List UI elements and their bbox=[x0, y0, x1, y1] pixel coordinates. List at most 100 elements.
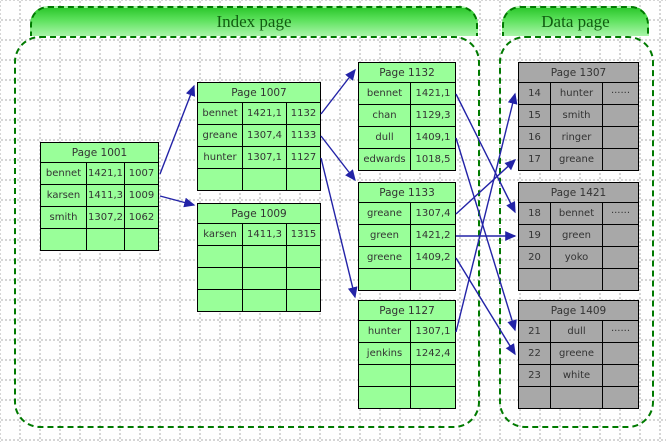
table-cell: 1307,2 bbox=[86, 206, 125, 229]
table-row bbox=[358, 268, 457, 291]
table-cell: 1421,1 bbox=[409, 82, 457, 105]
table-cell: 1421,1 bbox=[86, 162, 125, 185]
table-cell bbox=[602, 148, 639, 171]
table-cell: 1009 bbox=[124, 184, 159, 207]
table-cell: smith bbox=[40, 206, 87, 229]
data-page-title: Data page bbox=[541, 12, 610, 31]
table-cell: 1307,1 bbox=[242, 146, 287, 169]
table-title: Page 1127 bbox=[357, 300, 457, 321]
table-cell: 1409,1 bbox=[409, 126, 457, 149]
table-cell: ······ bbox=[602, 202, 639, 225]
table-cell bbox=[602, 364, 639, 387]
index-page-header: Index page bbox=[30, 6, 478, 36]
table-cell: green bbox=[550, 224, 603, 247]
table-cell bbox=[286, 267, 321, 290]
table-cell: ringer bbox=[550, 126, 603, 149]
table-cell: green bbox=[358, 224, 411, 247]
table-cell: 1307,1 bbox=[409, 320, 457, 343]
table-title: Page 1421 bbox=[518, 182, 639, 203]
table-cell bbox=[602, 104, 639, 127]
table-cell bbox=[358, 268, 411, 291]
table-cell: bennet bbox=[550, 202, 603, 225]
table-row bbox=[197, 245, 321, 268]
table-cell: yoko bbox=[550, 246, 603, 269]
table-cell bbox=[409, 268, 457, 291]
table-cell: 23 bbox=[518, 364, 551, 387]
table-cell: hunter bbox=[550, 82, 603, 105]
table-cell: 17 bbox=[518, 148, 551, 171]
table-cell bbox=[242, 267, 287, 290]
table-title-row: Page 1409 bbox=[518, 300, 639, 321]
table-cell: 1411,3 bbox=[242, 223, 287, 246]
table-cell: greane bbox=[550, 148, 603, 171]
table-cell: karsen bbox=[197, 223, 243, 246]
table-title: Page 1132 bbox=[357, 62, 457, 83]
table-cell bbox=[242, 245, 287, 268]
table-row bbox=[197, 168, 321, 191]
table-cell: dull bbox=[358, 126, 411, 149]
table-title-row: Page 1132 bbox=[357, 62, 457, 83]
table-cell: 1307,4 bbox=[409, 202, 457, 225]
table-title-row: Page 1001 bbox=[40, 142, 159, 163]
table-cell: 21 bbox=[518, 320, 551, 343]
table-cell bbox=[197, 289, 243, 312]
table-cell: 1411,3 bbox=[86, 184, 125, 207]
table-cell: 20 bbox=[518, 246, 551, 269]
table-cell: 14 bbox=[518, 82, 551, 105]
table-cell: greane bbox=[358, 202, 411, 225]
table-title-row: Page 1133 bbox=[357, 182, 457, 203]
table-cell: bennet bbox=[40, 162, 87, 185]
table-title: Page 1001 bbox=[40, 142, 159, 163]
table-cell bbox=[197, 267, 243, 290]
table-cell: 1242,4 bbox=[409, 342, 457, 365]
table-cell: 15 bbox=[518, 104, 551, 127]
table-cell bbox=[409, 386, 457, 409]
table-cell: 19 bbox=[518, 224, 551, 247]
table-title: Page 1409 bbox=[518, 300, 639, 321]
table-row bbox=[358, 364, 457, 387]
table-cell bbox=[358, 386, 411, 409]
table-title: Page 1133 bbox=[357, 182, 457, 203]
table-cell: 1307,4 bbox=[242, 124, 287, 147]
table-title: Page 1007 bbox=[197, 82, 321, 103]
table-cell bbox=[550, 386, 603, 409]
table-cell bbox=[602, 268, 639, 291]
table-cell bbox=[197, 245, 243, 268]
table-cell bbox=[602, 342, 639, 365]
table-cell: 1007 bbox=[124, 162, 159, 185]
table-title-row: Page 1127 bbox=[357, 300, 457, 321]
table-cell bbox=[518, 386, 551, 409]
table-cell: 1129,3 bbox=[409, 104, 457, 127]
table-cell: greane bbox=[197, 124, 243, 147]
table-cell: 1062 bbox=[124, 206, 159, 229]
table-cell: 1018,5 bbox=[409, 148, 457, 171]
table-row bbox=[197, 267, 321, 290]
table-cell bbox=[242, 289, 287, 312]
table-title-row: Page 1007 bbox=[197, 82, 321, 103]
table-cell bbox=[602, 126, 639, 149]
table-title-row: Page 1421 bbox=[518, 182, 639, 203]
table-cell: 16 bbox=[518, 126, 551, 149]
table-cell: greene bbox=[358, 246, 411, 269]
table-cell bbox=[286, 289, 321, 312]
table-cell bbox=[124, 228, 159, 251]
table-cell: 1133 bbox=[286, 124, 321, 147]
